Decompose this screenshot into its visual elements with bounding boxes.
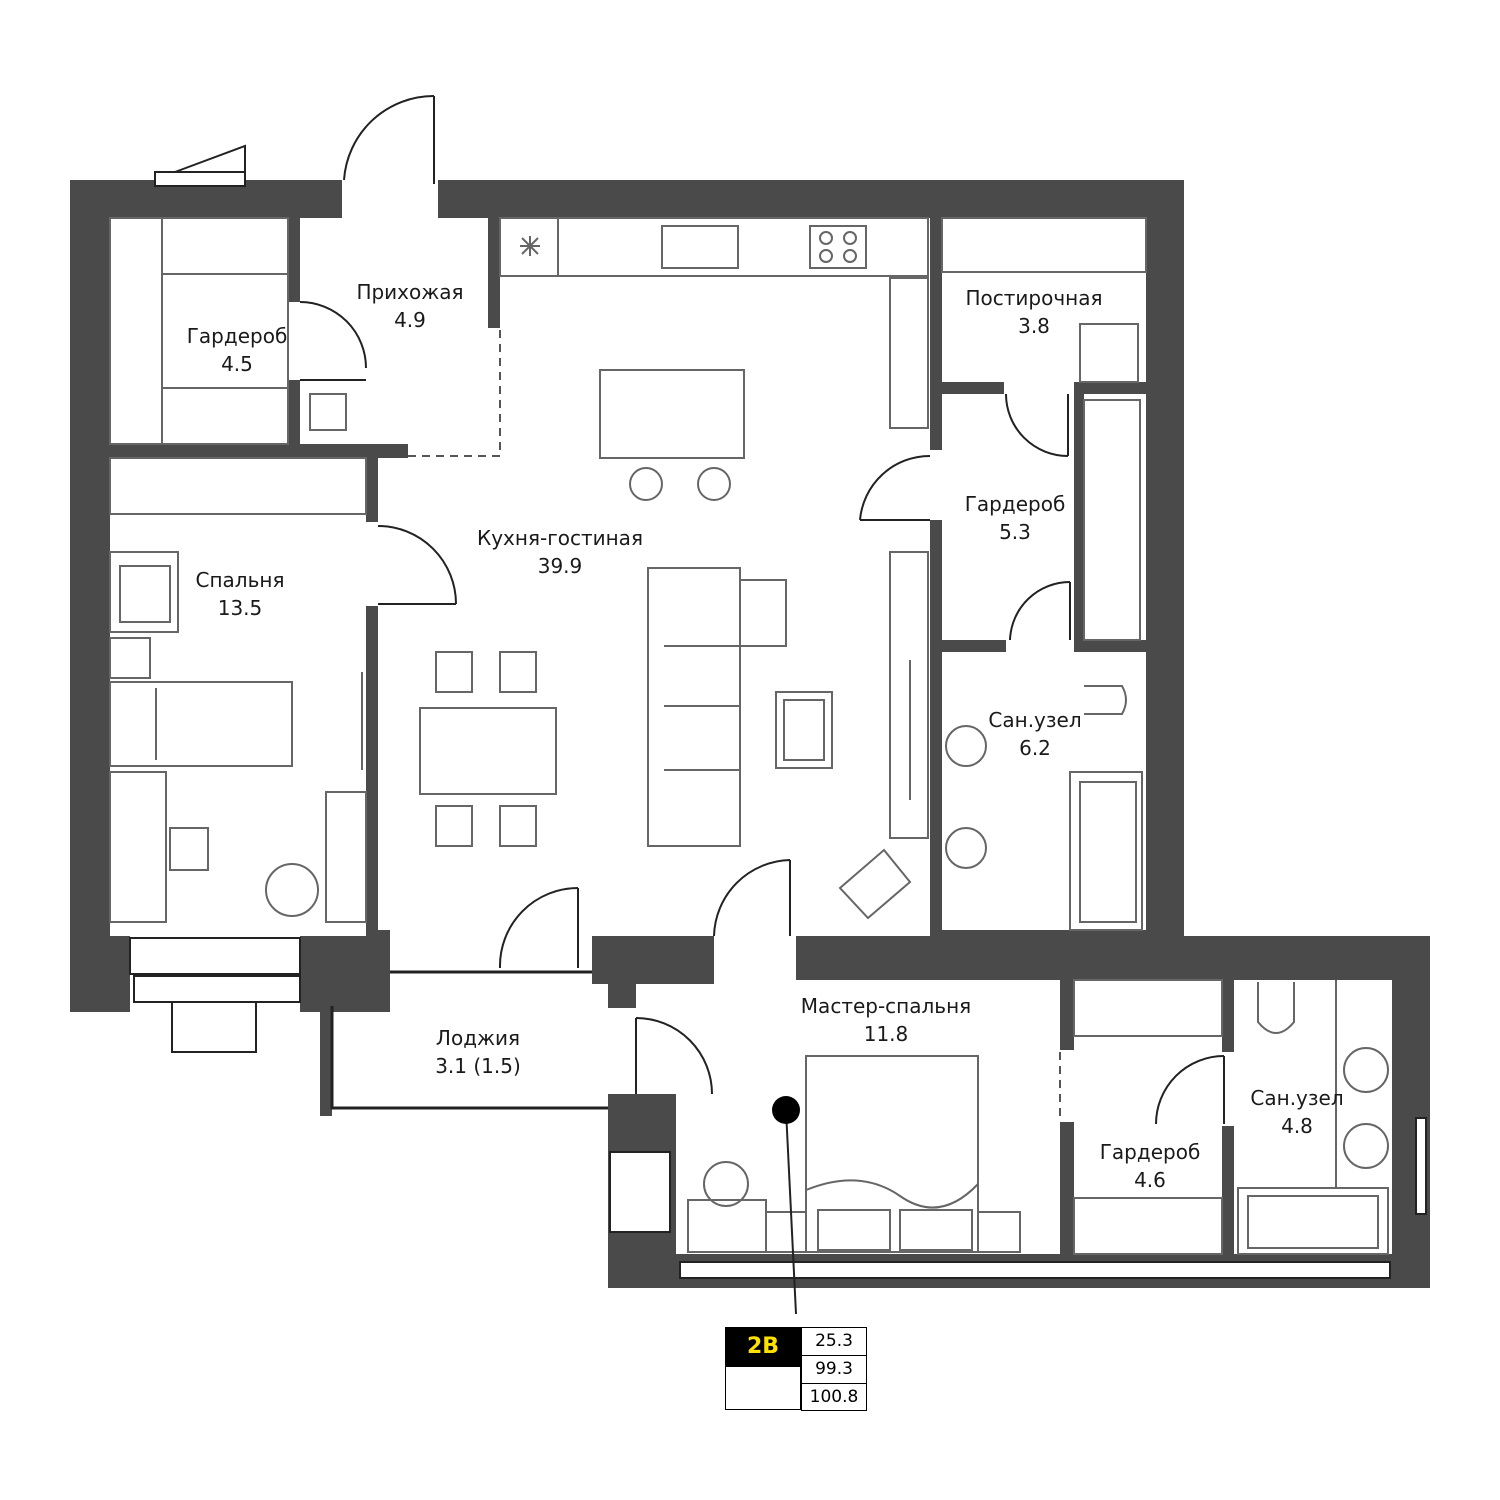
doors: [299, 94, 1225, 1125]
window-sill: [171, 999, 257, 1053]
room-label-bedroom: Спальня 13.5: [195, 568, 285, 620]
room-label-master-bedroom: Мастер-спальня 11.8: [800, 994, 972, 1046]
room-label-kitchen-living: Кухня-гостиная 39.9: [477, 526, 643, 578]
windows: [129, 171, 1427, 1279]
room-label-wardrobe-2: Гардероб 5.3: [964, 492, 1066, 544]
leader-line: [785, 1109, 797, 1315]
walls: [70, 180, 1430, 1288]
window-frame: [133, 975, 301, 1003]
room-label-bathroom-1: Сан.узел 6.2: [988, 708, 1082, 760]
room-label-loggia: Лоджия 3.1 (1.5): [435, 1026, 521, 1078]
room-label-bathroom-2: Сан.узел 4.8: [1250, 1086, 1344, 1138]
unit-area-values: 25.3 99.3 100.8: [801, 1327, 867, 1411]
unit-marker: [772, 1096, 800, 1124]
total-area: 99.3: [802, 1356, 866, 1384]
loggia-frame: [330, 970, 608, 1110]
room-label-hall: Прихожая 4.9: [356, 280, 464, 332]
room-label-laundry: Постирочная 3.8: [965, 286, 1103, 338]
unit-tag-blank-cell: [725, 1367, 801, 1410]
entry-window-sash: [174, 144, 246, 173]
unit-code: 2В: [725, 1327, 801, 1367]
unit-tag: 2В 25.3 99.3 100.8: [725, 1327, 867, 1411]
openings: [408, 330, 1061, 1122]
total-area-with-loggia: 100.8: [809, 1387, 859, 1407]
room-label-wardrobe-3: Гардероб 4.6: [1099, 1140, 1201, 1192]
furniture: [109, 217, 1389, 1255]
room-label-wardrobe-1: Гардероб 4.5: [186, 324, 288, 376]
living-area: 25.3: [802, 1328, 866, 1356]
